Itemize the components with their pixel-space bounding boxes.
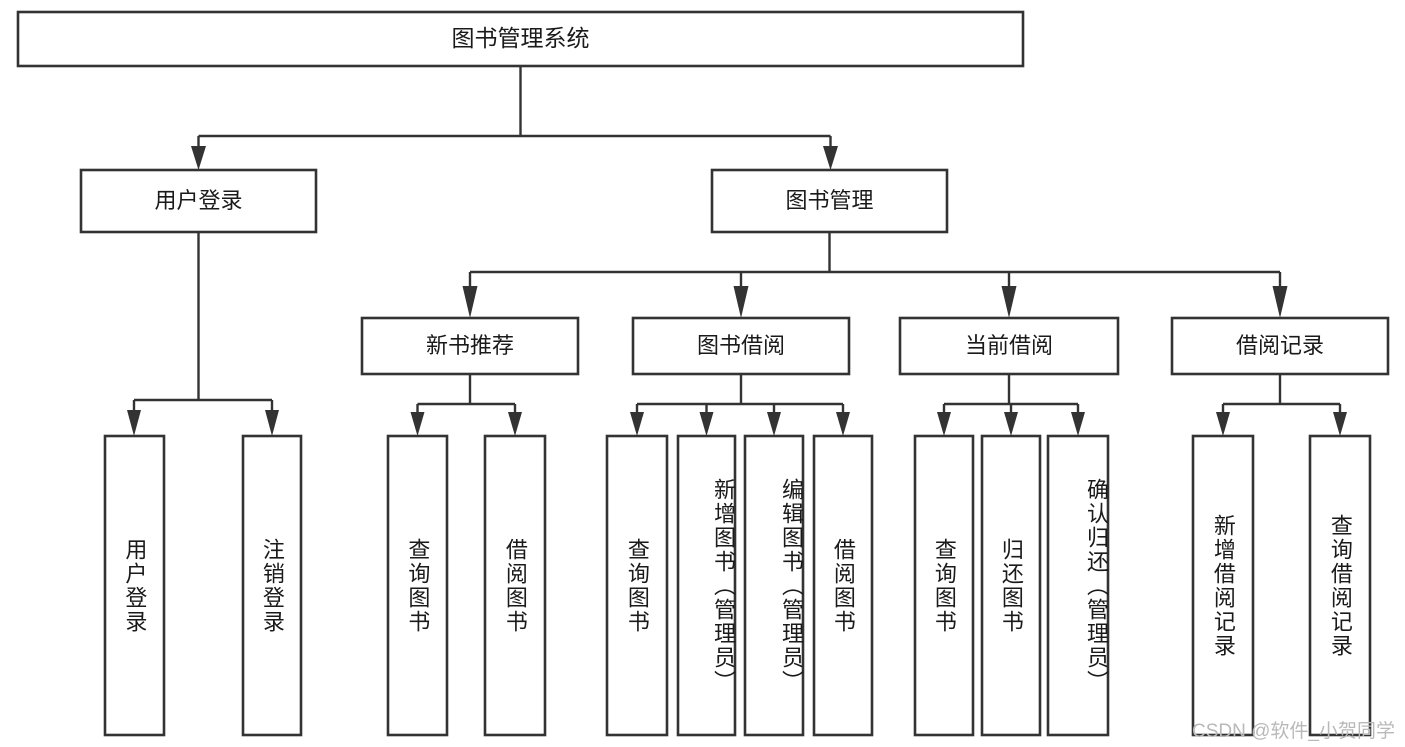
arrow-to-leaf-add-record bbox=[1216, 412, 1230, 436]
node-leaf-query-book-3-box[interactable] bbox=[913, 434, 975, 737]
arrow-to-leaf-logout-login bbox=[265, 410, 279, 436]
leaf-node-boxes bbox=[103, 434, 1372, 737]
arrow-to-leaf-query-book-2 bbox=[630, 412, 644, 436]
arrow-to-leaf-borrow-book-2 bbox=[836, 412, 850, 436]
arrow-to-leaf-edit-book bbox=[767, 412, 781, 436]
connector-group-root bbox=[191, 66, 838, 170]
node-leaf-query-book-1-box[interactable] bbox=[386, 434, 449, 737]
node-book-manage[interactable]: 图书管理 bbox=[710, 168, 949, 234]
node-leaf-add-book-box[interactable] bbox=[676, 434, 737, 737]
connector-group-current-borrow bbox=[937, 374, 1085, 436]
connector-group-borrow-record bbox=[1216, 374, 1347, 436]
arrow-to-leaf-add-book bbox=[699, 412, 714, 436]
arrow-to-borrow-record bbox=[1272, 286, 1288, 318]
node-user-login-label: 用户登录 bbox=[154, 188, 242, 213]
node-leaf-borrow-book-2-box[interactable] bbox=[812, 434, 874, 737]
arrow-to-user-login bbox=[191, 146, 206, 170]
arrow-to-current-borrow bbox=[1001, 286, 1017, 318]
node-root-label: 图书管理系统 bbox=[452, 25, 590, 51]
arrow-to-book-manage bbox=[823, 146, 838, 170]
node-book-manage-box[interactable] bbox=[710, 168, 949, 234]
arrow-to-leaf-return-book bbox=[1004, 412, 1018, 436]
arrow-to-leaf-borrow-book-1 bbox=[508, 412, 522, 436]
node-leaf-return-book-box[interactable] bbox=[980, 434, 1042, 737]
node-root[interactable]: 图书管理系统 bbox=[16, 10, 1025, 68]
node-book-borrow[interactable]: 图书借阅 bbox=[631, 316, 851, 376]
node-book-manage-label: 图书管理 bbox=[785, 188, 873, 213]
arrow-to-leaf-confirm-return bbox=[1071, 412, 1085, 436]
node-current-borrow[interactable]: 当前借阅 bbox=[898, 316, 1120, 376]
node-leaf-query-record-box[interactable] bbox=[1308, 434, 1372, 737]
node-new-book-rec[interactable]: 新书推荐 bbox=[360, 316, 580, 376]
node-leaf-borrow-book-1-box[interactable] bbox=[483, 434, 547, 737]
node-current-borrow-label: 当前借阅 bbox=[965, 333, 1053, 358]
node-borrow-record-label: 借阅记录 bbox=[1236, 333, 1324, 358]
arrow-to-leaf-user-login bbox=[127, 410, 141, 436]
node-borrow-record-box[interactable] bbox=[1170, 316, 1390, 376]
node-leaf-query-book-2-box[interactable] bbox=[605, 434, 669, 737]
node-new-book-rec-label: 新书推荐 bbox=[426, 333, 514, 358]
node-leaf-add-record-box[interactable] bbox=[1191, 434, 1255, 737]
node-book-borrow-label: 图书借阅 bbox=[697, 333, 785, 358]
arrow-to-new-book-rec bbox=[462, 286, 478, 318]
arrow-to-leaf-query-book-3 bbox=[937, 412, 951, 436]
connector-group-user-login bbox=[127, 232, 279, 436]
connector-group-new-book-rec bbox=[410, 374, 522, 436]
node-current-borrow-box[interactable] bbox=[898, 316, 1120, 376]
arrow-to-book-borrow bbox=[733, 286, 749, 318]
node-book-borrow-box[interactable] bbox=[631, 316, 851, 376]
node-new-book-rec-box[interactable] bbox=[360, 316, 580, 376]
arrow-to-leaf-query-book-1 bbox=[410, 412, 425, 436]
connector-group-book-manage bbox=[462, 232, 1288, 318]
arrow-to-leaf-query-record bbox=[1333, 412, 1347, 436]
node-leaf-user-login-box[interactable] bbox=[103, 434, 166, 737]
node-user-login-box[interactable] bbox=[79, 168, 318, 234]
connector-group-book-borrow bbox=[630, 374, 850, 436]
node-leaf-edit-book-box[interactable] bbox=[743, 434, 805, 737]
node-leaf-confirm-return-box[interactable] bbox=[1046, 434, 1110, 737]
node-root-box[interactable] bbox=[16, 10, 1025, 68]
node-user-login[interactable]: 用户登录 bbox=[79, 168, 318, 234]
node-leaf-logout-login-box[interactable] bbox=[241, 434, 303, 737]
node-borrow-record[interactable]: 借阅记录 bbox=[1170, 316, 1390, 376]
